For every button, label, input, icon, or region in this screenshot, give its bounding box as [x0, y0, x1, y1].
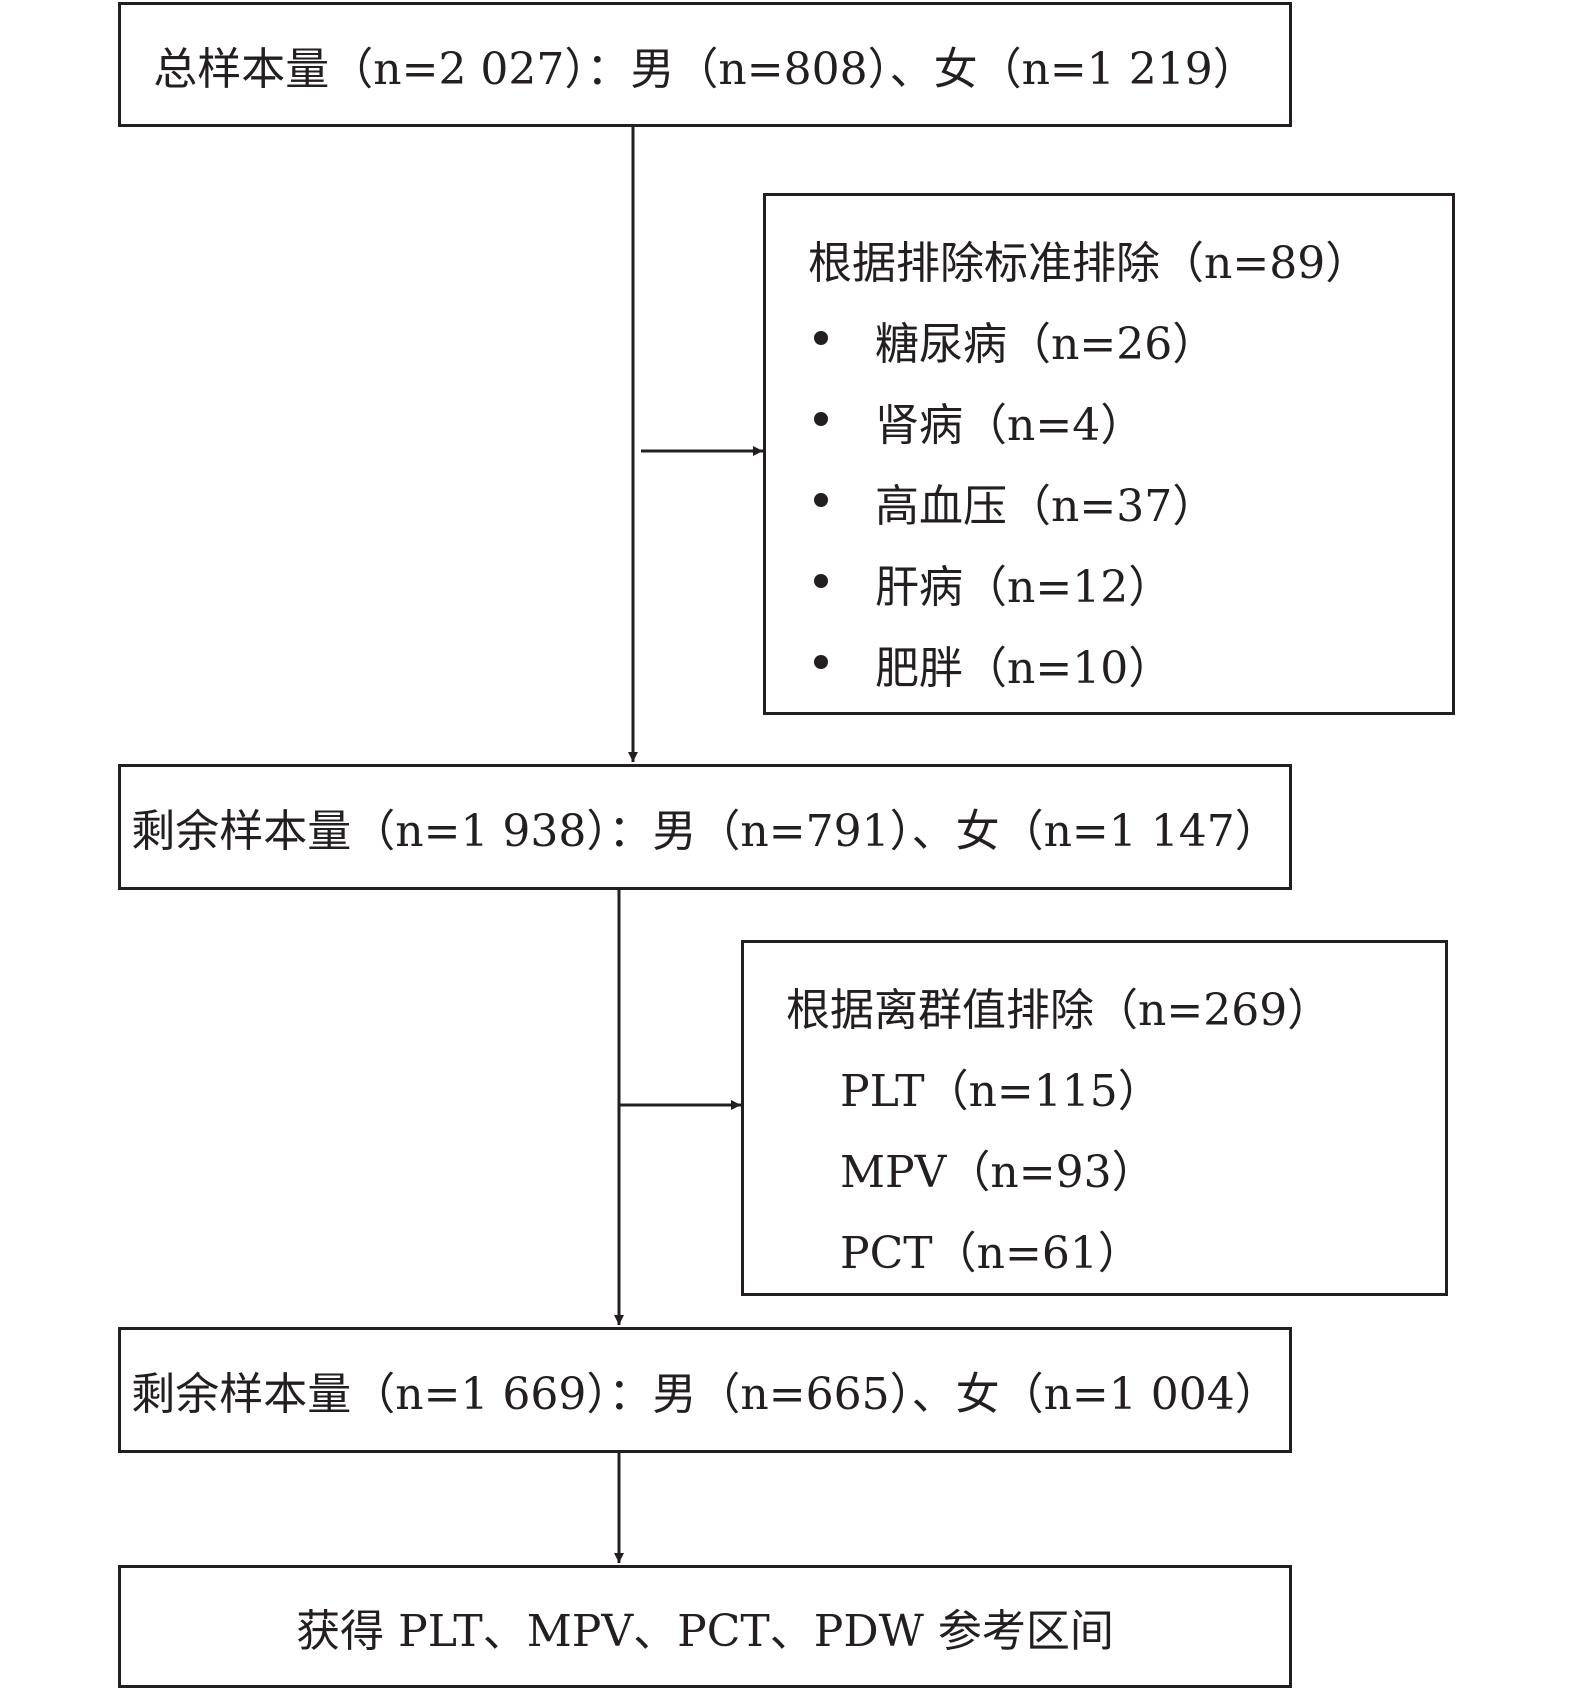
- bullet-icon: [814, 331, 828, 345]
- bullet-icon: [814, 655, 828, 669]
- start-box: 总样本量（n=2 027）：男（n=808）、女（n=1 219）: [118, 2, 1292, 127]
- remaining-box-1: 剩余样本量（n=1 938）：男（n=791）、女（n=1 147）: [118, 764, 1292, 890]
- start-text: 总样本量（n=2 027）：男（n=808）、女（n=1 219）: [153, 43, 1257, 95]
- exclusion-criteria-title: 根据排除标准排除（n=89）: [808, 238, 1370, 289]
- remaining-text-2: 剩余样本量（n=1 669）：男（n=665）、女（n=1 004）: [131, 1369, 1279, 1420]
- exclusion-item-diabetes: 糖尿病（n=26）: [875, 319, 1217, 370]
- outlier-item-mpv: MPV（n=93）: [840, 1147, 1156, 1198]
- exclusion-item-hypertension: 高血压（n=37）: [875, 481, 1217, 532]
- bullet-icon: [814, 574, 828, 588]
- exclusion-item-obesity: 肥胖（n=10）: [875, 643, 1173, 694]
- exclusion-item-liver: 肝病（n=12）: [875, 562, 1173, 613]
- result-text: 获得 PLT、MPV、PCT、PDW 参考区间: [296, 1605, 1114, 1657]
- outlier-exclusion-title: 根据离群值排除（n=269）: [786, 985, 1332, 1036]
- exclusion-criteria-box: 根据排除标准排除（n=89） 糖尿病（n=26） 肾病（n=4） 高血压（n=3…: [763, 193, 1455, 715]
- remaining-text-1: 剩余样本量（n=1 938）：男（n=791）、女（n=1 147）: [131, 806, 1279, 857]
- outlier-exclusion-box: 根据离群值排除（n=269） PLT（n=115） MPV（n=93） PCT（…: [741, 940, 1448, 1296]
- bullet-icon: [814, 412, 828, 426]
- bullet-icon: [814, 493, 828, 507]
- exclusion-item-kidney: 肾病（n=4）: [875, 400, 1145, 451]
- result-box: 获得 PLT、MPV、PCT、PDW 参考区间: [118, 1565, 1292, 1688]
- outlier-item-pct: PCT（n=61）: [840, 1228, 1142, 1279]
- remaining-box-2: 剩余样本量（n=1 669）：男（n=665）、女（n=1 004）: [118, 1327, 1292, 1453]
- outlier-item-plt: PLT（n=115）: [840, 1066, 1162, 1117]
